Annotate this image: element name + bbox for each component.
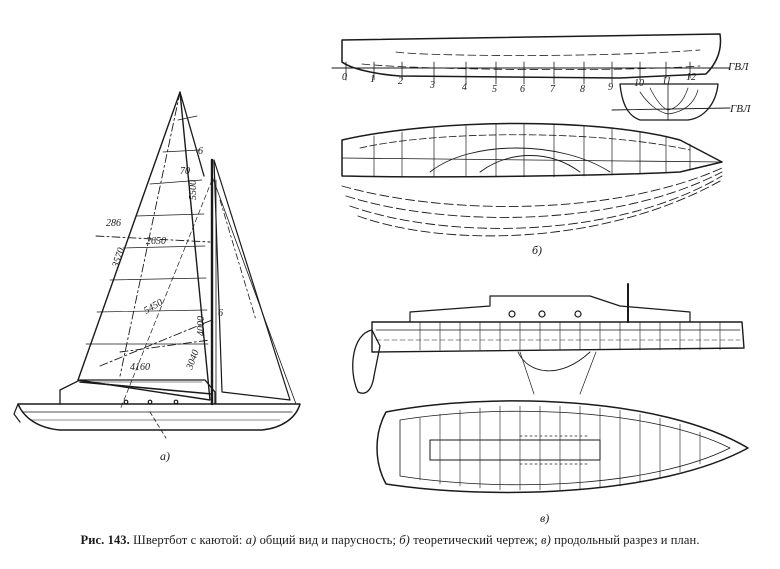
panel-c-section-plan	[352, 283, 749, 494]
dim-4160: 4160	[130, 362, 150, 373]
dim-5500: 5500	[188, 180, 199, 200]
station-2: 2	[398, 76, 403, 87]
dim-70: 70	[180, 166, 190, 177]
caption-a-letter: а)	[245, 533, 257, 547]
station-ticks	[345, 61, 691, 85]
section-rudder	[352, 329, 381, 394]
dim-286: 286	[106, 218, 121, 229]
station-4: 4	[462, 82, 467, 93]
figure-caption: Рис. 143. Швертбот с каютой: а) общий ви…	[0, 533, 780, 548]
station-5: 5	[492, 84, 497, 95]
station-10: 10	[634, 78, 644, 89]
caption-b-letter: б)	[399, 533, 410, 547]
panel-b-label: б)	[532, 243, 542, 257]
dim-4000: 4000	[196, 316, 207, 336]
panel-c-label: в)	[540, 511, 549, 525]
station-9: 9	[608, 82, 613, 93]
station-6: 6	[520, 84, 525, 95]
waterline-label-2: ГВЛ	[729, 103, 751, 115]
dim-6-mid: 6	[218, 308, 223, 319]
caption-a-text: общий вид и парусность;	[259, 533, 397, 547]
dim-3570: 3570	[110, 247, 127, 270]
boom	[79, 381, 213, 395]
caption-b-text: теоретический чертеж;	[413, 533, 538, 547]
panel-b-lines-drawing	[331, 33, 731, 237]
station-0: 0	[342, 72, 347, 83]
station-7: 7	[550, 84, 556, 95]
dim-5450: 5450	[142, 297, 165, 317]
cabin	[59, 379, 216, 405]
station-8: 8	[580, 84, 585, 95]
panel-a-sail-plan	[13, 91, 301, 439]
dim-3040: 3040	[184, 348, 202, 371]
hull-side	[17, 403, 301, 431]
station-11: 11	[662, 76, 671, 87]
station-3: 3	[429, 80, 435, 91]
station-12: 12	[686, 72, 696, 83]
panel-a-label: а)	[160, 449, 170, 463]
figure-title: Швертбот с каютой:	[133, 533, 243, 547]
caption-c-text: продольный разрез и план.	[554, 533, 700, 547]
station-1: 1	[370, 74, 375, 85]
hull-profile	[341, 33, 722, 79]
caption-c-letter: в)	[541, 533, 551, 547]
section-cabin	[409, 295, 691, 323]
figure-number: Рис. 143.	[80, 533, 130, 547]
dim-6-top: 6	[198, 146, 203, 157]
dim-2650: 2650	[146, 236, 166, 247]
jib	[213, 159, 291, 401]
plan-hull	[376, 400, 749, 494]
section-hull	[371, 321, 745, 353]
station-numbers: 0 1 2 3 4 5 6 7 8 9 10 11 12	[342, 72, 696, 95]
waterline-label-1: ГВЛ	[727, 61, 749, 73]
body-plan	[619, 83, 719, 121]
half-breadth-plan	[341, 122, 723, 178]
